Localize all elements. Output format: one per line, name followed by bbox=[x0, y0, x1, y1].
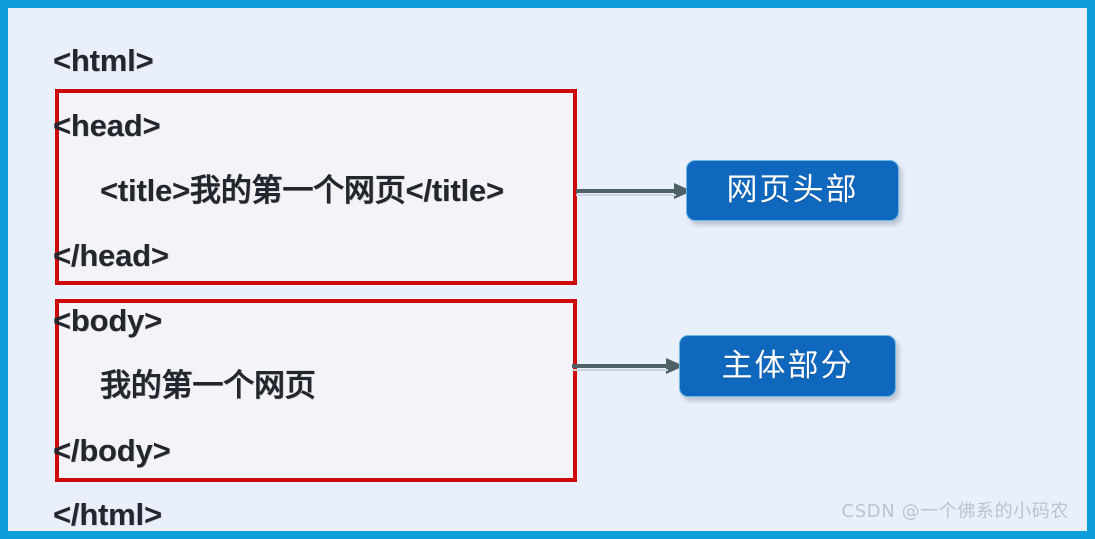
arrow-to-head-callout-icon bbox=[576, 181, 692, 201]
code-line-head-close: </head> bbox=[53, 238, 169, 273]
code-line-html-open: <html> bbox=[53, 43, 154, 78]
code-line-html-close: </html> bbox=[53, 497, 162, 532]
head-highlight-box bbox=[55, 89, 577, 285]
callout-head-label: 网页头部 bbox=[686, 160, 899, 221]
callout-body-label: 主体部分 bbox=[679, 335, 896, 397]
code-line-body-text: 我的第一个网页 bbox=[100, 368, 316, 403]
code-line-head-open: <head> bbox=[53, 108, 161, 143]
csdn-watermark: CSDN @一个佛系的小码农 bbox=[841, 501, 1069, 522]
code-line-body-close: </body> bbox=[53, 433, 171, 468]
body-highlight-box bbox=[55, 299, 577, 482]
code-line-title: <title>我的第一个网页</title> bbox=[100, 173, 504, 208]
code-line-body-open: <body> bbox=[53, 303, 163, 338]
arrow-to-body-callout-icon bbox=[572, 356, 684, 376]
